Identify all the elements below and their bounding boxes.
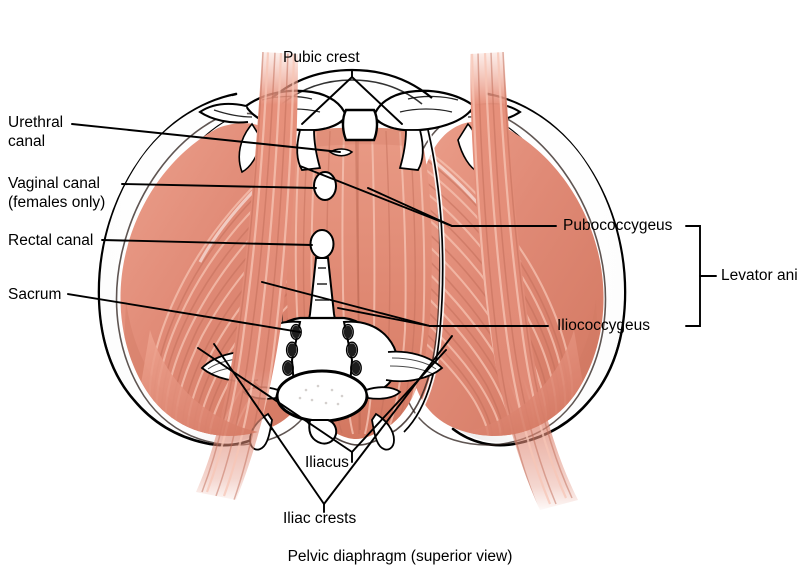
leader-urethral-canal	[71, 123, 341, 153]
label-sacrum: Sacrum	[8, 286, 62, 303]
vertebral-body	[275, 369, 369, 423]
sacral-foramina	[283, 325, 361, 375]
leader-iliacus-right	[351, 349, 447, 453]
leader-pubic-crest-right	[351, 76, 403, 125]
label-rectal-canal: Rectal canal	[8, 232, 94, 249]
label-vaginal-canal-line2: (females only)	[8, 194, 106, 211]
leader-iliac-crests-right	[323, 335, 453, 505]
label-pubic-crest: Pubic crest	[283, 49, 360, 66]
label-urethral-canal-line2: canal	[8, 133, 46, 150]
figure-caption: Pelvic diaphragm (superior view)	[287, 548, 513, 565]
right-iliacus-muscle	[406, 330, 594, 436]
leader-rectal-canal	[101, 239, 313, 246]
leader-pubic-crest-left	[301, 76, 353, 125]
label-levator-ani: Levator ani	[721, 267, 798, 284]
canal-openings	[309, 148, 354, 259]
pubic-symphysis	[341, 108, 379, 142]
label-vaginal-canal-line1: Vaginal canal	[8, 175, 100, 192]
leader-iliacus-left	[197, 347, 353, 453]
rectal-canal-opening	[309, 229, 335, 259]
leader-pubococcygeus-left	[299, 165, 453, 227]
label-iliacus: Iliacus	[305, 454, 349, 471]
leader-pubococcygeus-upper	[367, 187, 453, 227]
urethral-canal-opening	[328, 148, 354, 157]
label-iliac-crests: Iliac crests	[283, 510, 357, 527]
label-pubococcygeus: Pubococcygeus	[563, 217, 673, 234]
leader-iliac-crests-left	[213, 343, 325, 505]
leader-iliococcygeus-mid	[337, 307, 431, 327]
label-urethral-canal-line1: Urethral	[8, 114, 64, 131]
leader-lines	[67, 69, 717, 513]
left-iliacus-muscle	[130, 330, 318, 436]
leader-sacrum	[67, 293, 301, 333]
leader-vaginal-canal	[121, 183, 317, 189]
leader-iliococcygeus-left	[261, 281, 431, 327]
label-iliococcygeus: Iliococcygeus	[557, 317, 651, 334]
